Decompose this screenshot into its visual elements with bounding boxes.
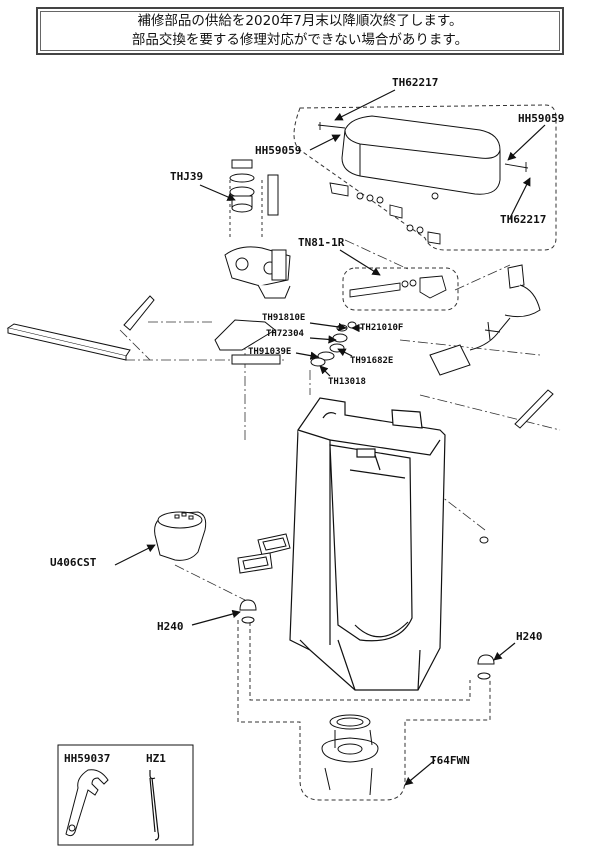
group-outline-thj39 xyxy=(229,180,263,240)
urinal-body xyxy=(289,397,446,691)
label-hh59037: HH59037 xyxy=(64,752,110,765)
t64fwn-flange xyxy=(321,714,379,796)
label-th91682e: TH91682E xyxy=(350,356,393,366)
notice-box: 補修部品の供給を2020年7月末以降順次終了します。 部品交換を要する修理対応が… xyxy=(36,7,564,55)
notice-line-1: 補修部品の供給を2020年7月末以降順次終了します。 xyxy=(137,13,463,29)
label-th91039e: TH91039E xyxy=(248,347,291,357)
label-tn81-1r: TN81-1R xyxy=(298,236,345,249)
bracket-lever xyxy=(214,319,281,365)
label-th91810e: TH91810E xyxy=(262,313,305,323)
leader-lines xyxy=(114,89,546,786)
tn81-1r-parts xyxy=(349,275,447,299)
label-hh59059-right: HH59059 xyxy=(518,112,564,125)
group-outline-tank xyxy=(293,104,557,251)
label-th72304: TH72304 xyxy=(266,329,305,339)
tools-inset-box xyxy=(57,744,194,846)
group-outline-t64fwn xyxy=(237,620,491,801)
label-th62217-right: TH62217 xyxy=(500,213,546,226)
label-t64fwn: T64FWN xyxy=(430,754,470,767)
label-hz1: HZ1 xyxy=(146,752,166,765)
h240-caps xyxy=(239,536,495,680)
label-th21010f: TH21010F xyxy=(360,323,403,333)
notice-line-2: 部品交換を要する修理対応ができない場合があります。 xyxy=(131,32,469,48)
label-u406cst: U406CST xyxy=(50,556,97,569)
tank-hardware xyxy=(317,122,529,245)
tank-cover xyxy=(341,115,501,195)
valve-assembly xyxy=(224,159,291,299)
label-th62217-top: TH62217 xyxy=(392,76,438,89)
label-hh59059-left: HH59059 xyxy=(255,144,301,157)
group-outline-tn81 xyxy=(342,267,459,311)
hook-tool xyxy=(149,770,160,841)
long-rail-right xyxy=(514,389,554,429)
label-th13018: TH13018 xyxy=(328,377,366,387)
part-labels: TH62217 HH59059 HH59059 TH62217 THJ39 TN… xyxy=(50,76,564,767)
sensor-cup xyxy=(154,511,207,561)
flush-valve-right xyxy=(429,264,541,376)
label-h240-left: H240 xyxy=(157,620,184,633)
long-rail-left xyxy=(6,295,155,361)
label-thj39: THJ39 xyxy=(170,170,203,183)
spout-plates xyxy=(237,533,291,574)
wrench-tool xyxy=(65,769,109,837)
label-h240-right: H240 xyxy=(516,630,543,643)
